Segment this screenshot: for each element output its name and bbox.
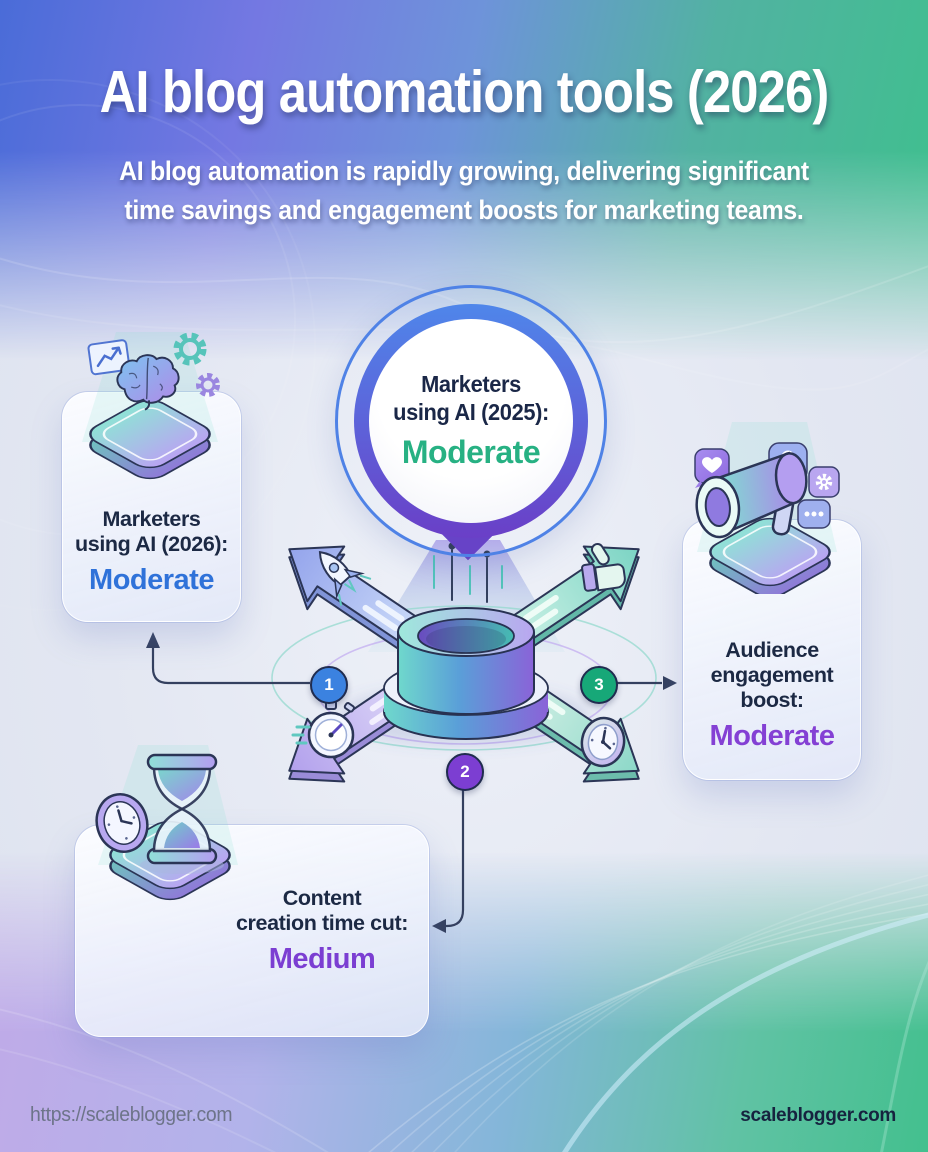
stat-value: Moderate	[709, 720, 835, 752]
stat-card-left-text: Marketers using AI (2026): Moderate	[63, 507, 240, 597]
step-badge-1: 1	[310, 666, 348, 704]
stat-label: Marketers using AI (2026):	[75, 507, 228, 557]
subtitle-line-1: AI blog automation is rapidly growing, d…	[119, 156, 809, 186]
footer-url: https://scaleblogger.com	[30, 1104, 233, 1126]
step-badge-2: 2	[446, 753, 484, 791]
step-badge-3: 3	[580, 666, 618, 704]
stat-value: Medium	[268, 942, 376, 975]
bubble-gradient-ring: Marketers using AI (2025): Moderate	[354, 304, 588, 538]
stat-card-content-time: Content creation time cut: Medium	[75, 825, 429, 1037]
stat-label: Audience engagement boost:	[710, 638, 834, 713]
stat-card-right-text: Audience engagement boost: Moderate	[684, 638, 860, 753]
stat-label: Content creation time cut:	[235, 886, 408, 935]
bubble-face: Marketers using AI (2025): Moderate	[369, 319, 573, 523]
footer-brand: scaleblogger.com	[740, 1105, 896, 1126]
stat-card-audience-boost: Audience engagement boost: Moderate	[683, 520, 861, 780]
stat-card-marketers-2026: Marketers using AI (2026): Moderate	[62, 392, 241, 622]
center-stat-value: Moderate	[401, 433, 541, 470]
stat-card-bottom-text: Content creation time cut: Medium	[222, 886, 422, 976]
center-stat-bubble: Marketers using AI (2025): Moderate	[335, 285, 607, 557]
page-title: AI blog automation tools (2026)	[99, 59, 830, 125]
subtitle-line-2: time savings and engagement boosts for m…	[124, 195, 804, 226]
stat-value: Moderate	[89, 564, 214, 596]
center-stat-label: Marketers using AI (2025):	[393, 371, 549, 425]
page-subtitle: AI blog automation is rapidly growing, d…	[37, 152, 891, 230]
